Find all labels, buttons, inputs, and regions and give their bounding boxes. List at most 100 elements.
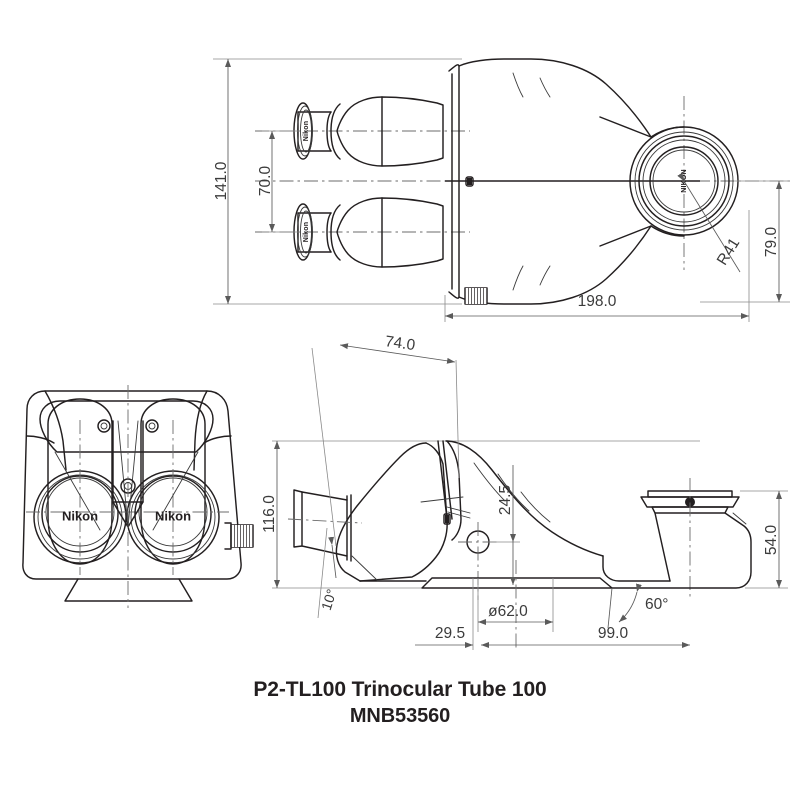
side-block-outline xyxy=(611,512,752,589)
dim-62-label: ø62.0 xyxy=(488,603,528,620)
upper-eyepiece-barrel xyxy=(381,96,444,167)
top-body-shade-4 xyxy=(539,265,551,286)
dim-r41-label-group: R41 xyxy=(714,235,743,268)
objective-head-top-blend xyxy=(650,126,685,138)
top-body-front-plate xyxy=(448,64,460,299)
objective-ring-4 xyxy=(642,139,726,223)
lower-eyepiece-dome-inner xyxy=(330,204,341,261)
dim-116-label-group: 116.0 xyxy=(261,495,278,533)
dim-60deg-ref-line xyxy=(607,587,613,629)
front-base-foot xyxy=(64,578,193,602)
ext-10deg-ref xyxy=(317,527,328,619)
upper-eyepiece-dome-inner xyxy=(330,103,341,160)
front-screw-left-inner xyxy=(100,422,108,430)
side-block-left-edge xyxy=(654,512,671,582)
side-eyepiece-plate-3 xyxy=(446,440,462,541)
side-eyepiece-latch-fill xyxy=(445,515,449,523)
front-housing-bevel-right xyxy=(193,390,208,471)
title-block: P2-TL100 Trinocular Tube 100 MNB53560 xyxy=(0,676,800,729)
dim-10deg-label: 10° xyxy=(318,587,340,612)
objective-head-bottom-blend xyxy=(650,225,685,237)
top-focus-knob-fill xyxy=(467,178,472,185)
dim-54-label: 54.0 xyxy=(763,525,780,556)
dim-79-label: 79.0 xyxy=(763,227,780,258)
top-knurled-connector-texture xyxy=(465,288,487,304)
upper-eyepiece-ring-inner xyxy=(300,109,312,153)
side-eyepiece-head-right xyxy=(359,442,448,582)
leader-r41 xyxy=(677,172,741,273)
front-screw-left xyxy=(97,419,111,433)
dimline-10deg xyxy=(328,536,337,579)
front-left-brand-text: Nikon xyxy=(62,508,98,523)
dim-74-label-group: 74.0 xyxy=(384,333,417,354)
front-right-brand-text: Nikon xyxy=(155,508,191,523)
dim-141-label-group: 141.0 xyxy=(213,161,230,200)
dim-60deg-label: 60° xyxy=(645,596,668,613)
side-skirt-fold xyxy=(351,555,379,582)
front-knurled-knob-texture xyxy=(231,525,253,547)
side-port-center-dot xyxy=(685,497,695,507)
front-left-diag xyxy=(54,451,101,531)
side-eyepiece-tickline xyxy=(420,496,464,503)
lower-eyepiece-collar-step xyxy=(326,212,332,253)
dim-70-label-group: 70.0 xyxy=(257,166,274,197)
side-dome-shade-1 xyxy=(473,462,506,502)
top-body-shade-1 xyxy=(512,72,524,98)
dimline-60deg-arc xyxy=(618,583,642,623)
front-inner-shell xyxy=(39,400,214,453)
lower-eyepiece-barrel xyxy=(381,197,444,268)
upper-eyepiece-collar-step xyxy=(326,111,332,152)
upper-eyepiece-brand-text: Nikon xyxy=(303,121,310,141)
objective-ring-6 xyxy=(652,149,716,213)
top-body-upper-edge xyxy=(458,58,652,138)
side-dome-shade-3 xyxy=(520,491,551,523)
dim-295-label: 29.5 xyxy=(435,625,465,642)
side-eyetube-endring xyxy=(293,489,303,548)
dim-10deg-label-group: 10° xyxy=(318,587,340,612)
front-left-eyetube-body xyxy=(47,398,113,565)
dim-245-label-group: 24.5 xyxy=(497,485,514,515)
side-eyepiece-plate-2 xyxy=(442,440,453,520)
top-view: Nikon Nikon xyxy=(213,58,790,322)
lower-eyepiece-ring-inner xyxy=(300,210,312,254)
product-name: P2-TL100 Trinocular Tube 100 xyxy=(253,678,547,701)
side-block-shade xyxy=(732,512,747,525)
objective-ring-2 xyxy=(634,131,734,231)
dim-r41-label: R41 xyxy=(714,235,743,268)
upper-eyepiece-collar xyxy=(297,111,332,152)
top-body-shade-3 xyxy=(512,265,524,291)
front-housing-left-notch xyxy=(26,435,55,444)
dim-74-label: 74.0 xyxy=(384,333,417,354)
dim-245-label: 24.5 xyxy=(497,485,514,515)
side-port-flange xyxy=(640,496,740,508)
top-focus-knob xyxy=(465,176,474,187)
dim-70-label: 70.0 xyxy=(257,166,274,197)
lower-eyepiece-brand: Nikon xyxy=(303,222,310,242)
front-knob-shaft xyxy=(224,522,232,550)
side-view: 74.0 116.0 24.5 10° ø62.0 xyxy=(261,333,788,650)
side-body-dome-lower-right xyxy=(602,555,671,582)
dim-141-label: 141.0 xyxy=(213,161,230,200)
side-dovetail-plate xyxy=(421,577,613,589)
objective-ring-3 xyxy=(638,135,730,227)
ext-74-left xyxy=(311,347,337,547)
lower-eyepiece-collar xyxy=(297,212,332,253)
objective-ring-5 xyxy=(649,146,719,216)
top-body-shade-2 xyxy=(539,77,551,98)
front-screw-right-inner xyxy=(148,422,156,430)
lower-eyepiece-dome xyxy=(336,197,383,268)
lower-eyepiece-brand-text: Nikon xyxy=(303,222,310,242)
side-eyetube-centerline xyxy=(287,518,363,524)
dim-54-label-group: 54.0 xyxy=(763,525,780,556)
front-housing-bevel-left xyxy=(44,390,67,471)
dim-99-label: 99.0 xyxy=(598,625,629,642)
front-right-eyetube-body xyxy=(140,398,206,565)
side-eyepiece-tick-b xyxy=(447,511,471,519)
front-housing-right-notch xyxy=(203,435,232,444)
top-arm-upper xyxy=(599,116,652,138)
front-housing-outline xyxy=(22,390,242,580)
dim-116-label: 116.0 xyxy=(261,495,278,533)
upper-eyepiece-dome xyxy=(336,96,383,167)
side-eyepiece-plate-1 xyxy=(437,440,448,520)
